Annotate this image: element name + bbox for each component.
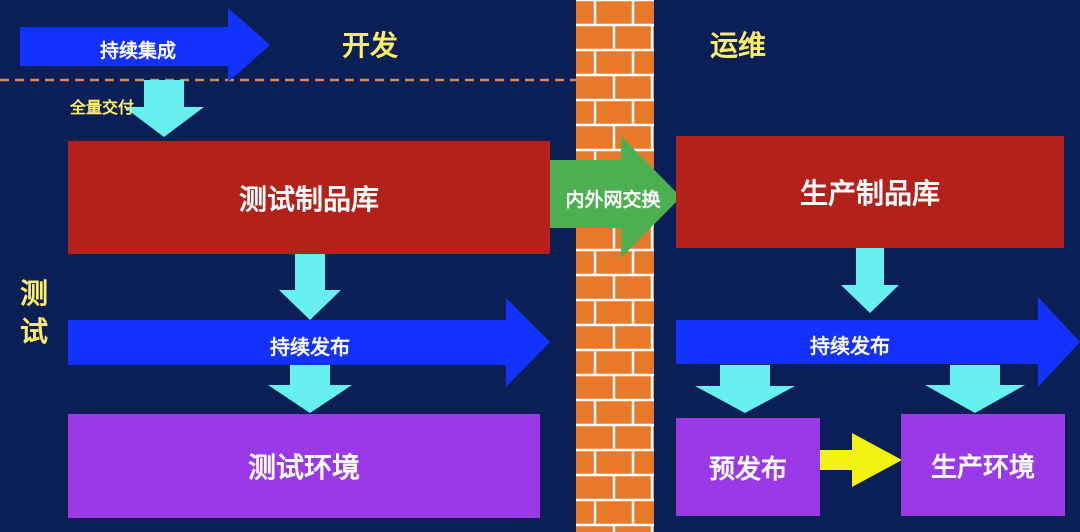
cd-to-pre-release-arrow [695,365,795,413]
test-section-title-char-1: 测 [19,277,48,310]
cd-right-arrow [676,297,1080,387]
ci-arrow [20,8,270,82]
network-exchange-label: 内外网交换 [565,189,661,211]
ops-section-title: 运维 [709,29,766,62]
prod-artifact-repo-box: 生产制品库 [676,136,1064,248]
network-exchange-arrow [550,136,681,258]
test-artifact-repo-box: 测试制品库 [68,141,550,254]
full-delivery-down-arrow [124,80,204,137]
pre-release-to-prod-arrow [820,433,902,487]
firewall-brick-wall [576,0,654,532]
prod-artifact-repo-label: 生产制品库 [799,177,940,210]
cd-to-prod-env-arrow [925,365,1025,413]
test-env-box: 测试环境 [68,414,540,518]
test-env-label: 测试环境 [247,451,360,484]
test-repo-down-arrow [279,254,341,320]
pre-release-label: 预发布 [708,454,787,485]
test-section-title-char-2: 试 [19,315,48,348]
dev-section-title: 开发 [341,29,398,62]
prod-env-box: 生产环境 [901,414,1065,516]
pre-release-box: 预发布 [676,418,820,516]
full-delivery-label: 全量交付 [69,98,134,117]
cd-right-label: 持续发布 [810,334,890,358]
prod-env-label: 生产环境 [930,452,1035,483]
cd-left-arrow [68,298,550,387]
ci-label: 持续集成 [99,40,176,62]
prod-repo-down-arrow [841,248,899,313]
cd-to-test-env-arrow [268,365,352,413]
cd-left-label: 持续发布 [270,335,350,359]
test-artifact-repo-label: 测试制品库 [238,182,379,216]
